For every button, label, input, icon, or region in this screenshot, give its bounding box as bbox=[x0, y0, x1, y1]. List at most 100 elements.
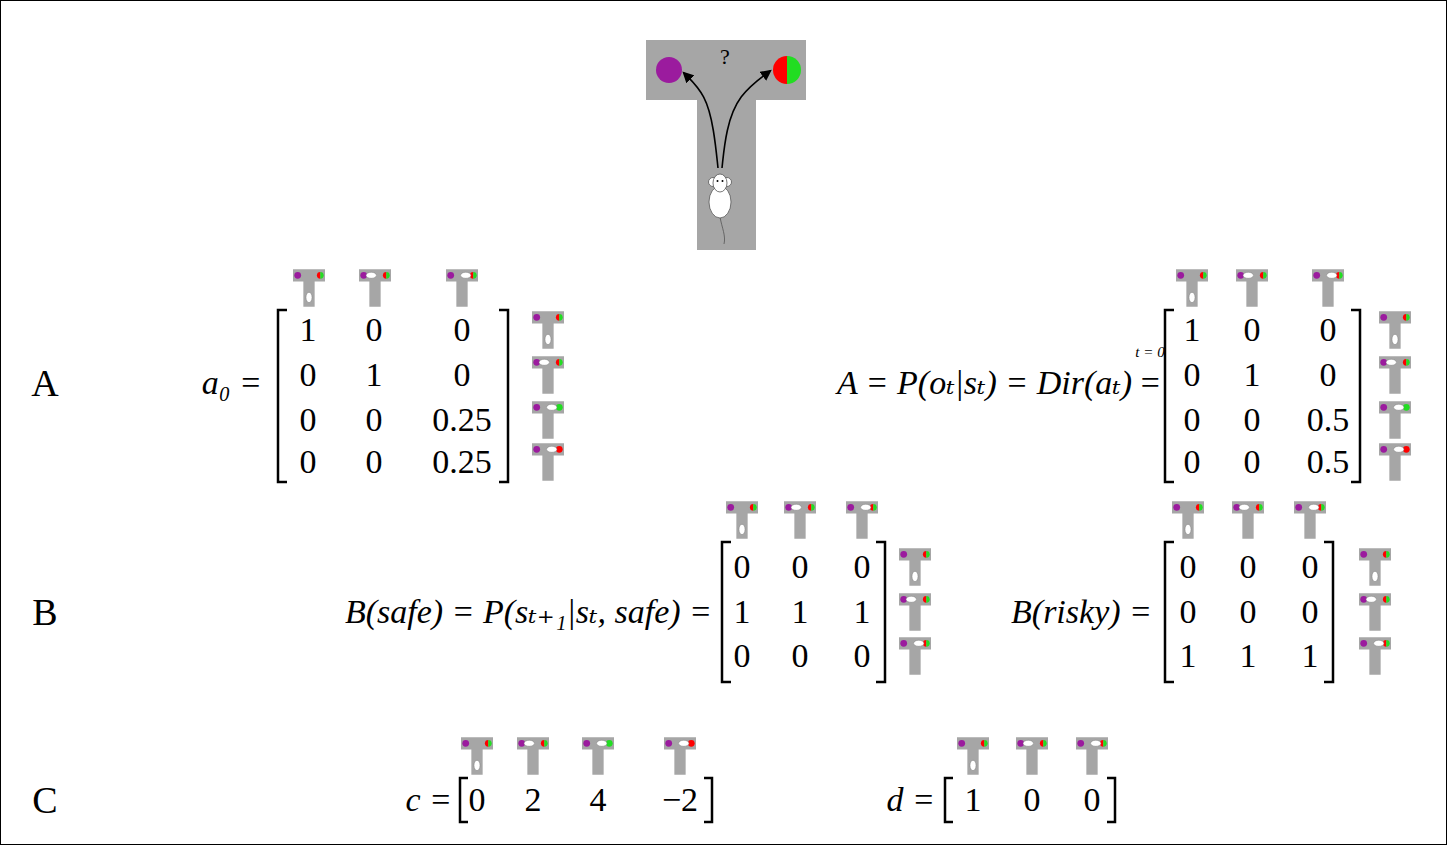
bracket bbox=[1351, 310, 1360, 482]
bracket bbox=[278, 310, 287, 482]
t-maze-icon bbox=[517, 737, 549, 775]
matrix-entry: 0 bbox=[792, 550, 809, 584]
t-maze-icon bbox=[846, 501, 878, 539]
t-maze-icon bbox=[899, 593, 931, 631]
matrix-entry: 0 bbox=[1244, 403, 1261, 437]
maze-body bbox=[646, 40, 806, 250]
bracket bbox=[1165, 542, 1174, 682]
t-maze-icon bbox=[1359, 637, 1391, 675]
equation: B(risky) = bbox=[1011, 595, 1152, 629]
matrix-entry: 1 bbox=[300, 313, 317, 347]
matrix-entry: 0.5 bbox=[1307, 403, 1350, 437]
matrix-entry: 0 bbox=[1180, 550, 1197, 584]
bracket bbox=[460, 778, 468, 822]
matrix-entry: 0 bbox=[792, 639, 809, 673]
t-maze-icon bbox=[1016, 737, 1048, 775]
vector-entry: 2 bbox=[525, 783, 542, 817]
t-maze-icon bbox=[1379, 443, 1411, 481]
risky-reward-green bbox=[787, 56, 801, 84]
matrix-entry: 0 bbox=[854, 639, 871, 673]
t-maze-icon bbox=[1359, 593, 1391, 631]
choice-arrow bbox=[684, 73, 718, 168]
t-maze-icon bbox=[1379, 311, 1411, 349]
t-maze-icon bbox=[1176, 269, 1208, 307]
bracket bbox=[499, 310, 508, 482]
matrix-entry: 1 bbox=[792, 595, 809, 629]
t-maze-icon bbox=[899, 637, 931, 675]
choice-arrow bbox=[722, 71, 770, 168]
vector-entry: 0 bbox=[469, 783, 486, 817]
vector-entry: 0 bbox=[1024, 783, 1041, 817]
matrix-entry: 0 bbox=[454, 358, 471, 392]
matrix-entry: 1 bbox=[1302, 639, 1319, 673]
state-icons bbox=[293, 269, 1411, 775]
matrix-entry: 0 bbox=[366, 313, 383, 347]
matrix-entry: 0 bbox=[300, 445, 317, 479]
vector-entry: 4 bbox=[590, 783, 607, 817]
matrix-entry: 0 bbox=[1184, 358, 1201, 392]
matrix-entry: 0 bbox=[1302, 550, 1319, 584]
bracket bbox=[1107, 778, 1115, 822]
question-mark: ? bbox=[720, 46, 730, 68]
vector-entry: −2 bbox=[662, 783, 698, 817]
t-maze-icon bbox=[359, 269, 391, 307]
matrix-entry: 0.25 bbox=[432, 445, 492, 479]
matrix-entry: 1 bbox=[1244, 358, 1261, 392]
matrix-entry: 0 bbox=[1184, 403, 1201, 437]
matrix-entry: 0 bbox=[734, 639, 751, 673]
t-maze-shape bbox=[646, 40, 806, 250]
t-maze-icon bbox=[293, 269, 325, 307]
t-maze-icon bbox=[582, 737, 614, 775]
t-maze-icon bbox=[899, 548, 931, 586]
t-maze-icon bbox=[1312, 269, 1344, 307]
matrix-entry: 1 bbox=[1240, 639, 1257, 673]
t-maze-icon bbox=[1236, 269, 1268, 307]
matrix-entry: 0 bbox=[734, 550, 751, 584]
matrix-entry: 0 bbox=[300, 358, 317, 392]
matrix-entry: 0 bbox=[854, 550, 871, 584]
vector-entry: 0 bbox=[1084, 783, 1101, 817]
equation: d = bbox=[887, 783, 935, 817]
matrix-entry: 1 bbox=[854, 595, 871, 629]
equation: a₀ = bbox=[202, 366, 262, 400]
matrix-entry: 0 bbox=[1180, 595, 1197, 629]
t-maze-icon bbox=[532, 401, 564, 439]
bracket bbox=[722, 542, 731, 682]
t-maze-icon bbox=[726, 501, 758, 539]
t-maze-icon bbox=[1379, 356, 1411, 394]
matrix-entry: 0 bbox=[1184, 445, 1201, 479]
matrix-brackets bbox=[278, 310, 1360, 822]
vector-entry: 1 bbox=[965, 783, 982, 817]
t-maze-icon bbox=[1294, 501, 1326, 539]
bracket bbox=[1324, 542, 1333, 682]
t-maze: ? bbox=[646, 40, 806, 250]
bracket bbox=[876, 542, 885, 682]
matrix-entry: 0 bbox=[366, 403, 383, 437]
risky-reward-red bbox=[773, 56, 787, 84]
equation: c = bbox=[405, 783, 452, 817]
row-letter: A bbox=[31, 364, 58, 402]
bracket bbox=[704, 778, 712, 822]
matrix-entry: 0 bbox=[454, 313, 471, 347]
equation: A = P(oₜ|sₜ) = Dir(aₜ) bbox=[837, 366, 1132, 400]
matrix-entry: 0.25 bbox=[432, 403, 492, 437]
matrix-entry: 0 bbox=[1302, 595, 1319, 629]
t-maze-icon bbox=[532, 443, 564, 481]
t-maze-icon bbox=[461, 737, 493, 775]
t-maze-icon bbox=[957, 737, 989, 775]
safe-reward bbox=[656, 57, 682, 83]
matrix-entry: 0 bbox=[1240, 595, 1257, 629]
matrix-entry: 0 bbox=[1244, 313, 1261, 347]
matrix-entry: 1 bbox=[734, 595, 751, 629]
bracket bbox=[1165, 310, 1174, 482]
bracket bbox=[945, 778, 953, 822]
matrix-entry: 1 bbox=[1184, 313, 1201, 347]
t-maze-icon bbox=[1232, 501, 1264, 539]
t-maze-icon bbox=[1379, 401, 1411, 439]
t-maze-icon bbox=[532, 356, 564, 394]
equals-sign: = bbox=[1139, 366, 1162, 400]
t-maze-icon bbox=[446, 269, 478, 307]
matrix-entry: 0 bbox=[300, 403, 317, 437]
t-maze-icon bbox=[1076, 737, 1108, 775]
matrix-entry: 0 bbox=[1244, 445, 1261, 479]
